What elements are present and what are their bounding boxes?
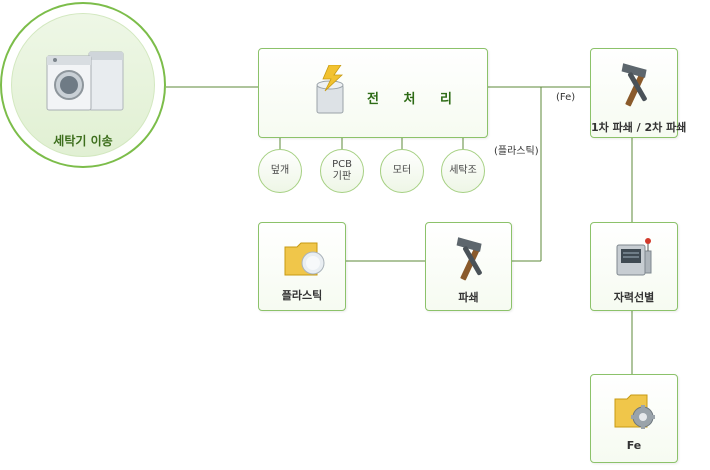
plastic-node: 플라스틱 (258, 222, 346, 311)
output-cover: 덮개 (258, 149, 302, 193)
plastic-label: 플라스틱 (281, 289, 323, 302)
source-node: 세탁기 이송 (0, 2, 166, 168)
fe-label: Fe (626, 439, 642, 452)
output-pcb: PCB 기판 (320, 149, 364, 193)
crush-node: 파쇄 (425, 222, 512, 311)
crush12-node: 1차 파쇄 / 2차 파쇄 (590, 48, 687, 138)
crush-label: 파쇄 (458, 291, 479, 304)
output-cover-label: 덮개 (270, 165, 290, 176)
output-motor: 모터 (380, 149, 424, 193)
crush12-label: 1차 파쇄 / 2차 파쇄 (591, 121, 687, 134)
machine-icon (616, 238, 652, 276)
output-pcb-label: PCB 기판 (332, 159, 352, 182)
folder-disc-icon (284, 242, 325, 276)
hammer-wrench-icon (456, 237, 482, 281)
output-drum-label: 세탁조 (449, 165, 477, 176)
magnetic-label: 자력선별 (613, 291, 655, 304)
source-inner: 세탁기 이송 (11, 13, 155, 157)
folder-gear-icon (614, 394, 655, 429)
magnetic-node: 자력선별 (590, 222, 678, 311)
output-motor-label: 모터 (392, 165, 412, 176)
fe-node: Fe (590, 374, 678, 463)
source-label: 세탁기 이송 (53, 134, 113, 148)
washing-machine-icon (46, 51, 124, 111)
hammer-wrench-icon (621, 63, 647, 107)
flow-label-plastic: (플라스틱) (494, 146, 539, 157)
preprocess-label: 전 처 리 (367, 92, 462, 107)
output-drum: 세탁조 (441, 149, 485, 193)
preprocess-node (258, 48, 488, 138)
flow-label-fe: (Fe) (556, 92, 576, 103)
battery-lightning-icon (316, 65, 344, 114)
